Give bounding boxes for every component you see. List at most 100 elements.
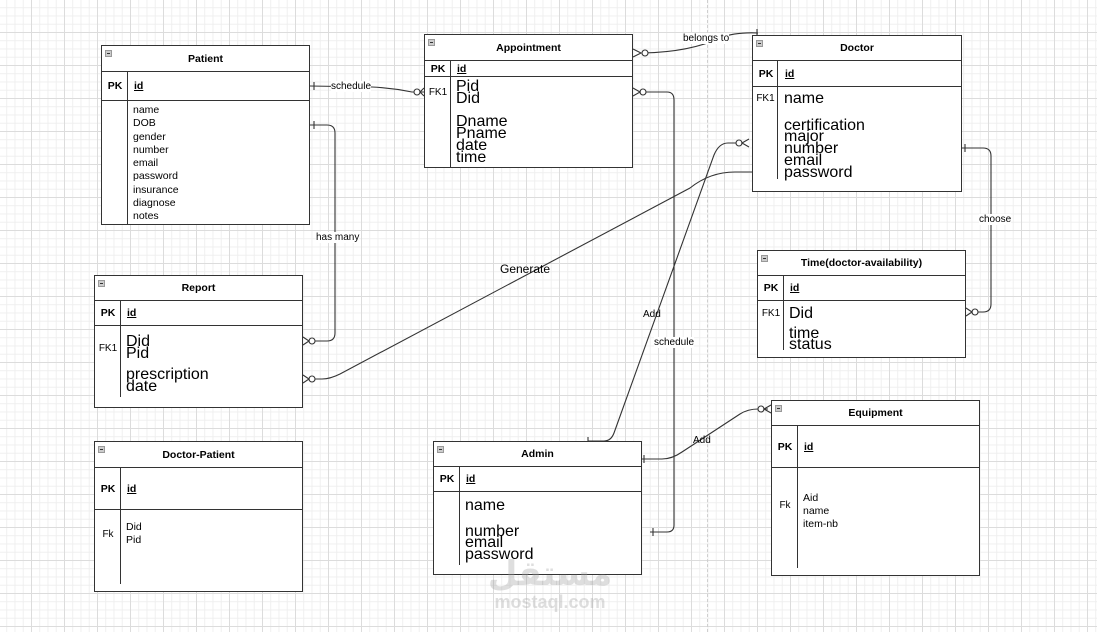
attribute: Pid xyxy=(126,345,150,362)
pk-field: id xyxy=(127,307,137,319)
attribute: date xyxy=(126,378,158,395)
watermark-logo: مستقل mostaql.com xyxy=(470,556,630,612)
pk-key: PK xyxy=(100,307,116,319)
attribute-list: Did Pid xyxy=(126,521,142,547)
entity-header: Appointment xyxy=(425,35,632,61)
attribute: date xyxy=(456,136,488,154)
attribute: name xyxy=(133,104,160,116)
attribute: email xyxy=(465,534,504,552)
entity-title: Doctor-Patient xyxy=(162,448,235,461)
pk-row: PK id xyxy=(434,467,641,492)
fk-key: FK1 xyxy=(98,343,118,354)
entity-admin[interactable]: Admin PK id name number email password xyxy=(433,441,642,575)
attribute: Pname xyxy=(456,125,507,143)
connector-admin-equipment-add xyxy=(641,404,772,463)
column-divider xyxy=(783,276,784,350)
attribute: Aid xyxy=(803,492,819,504)
rel-label-generate: Generate xyxy=(500,262,551,276)
attribute: insurance xyxy=(133,183,179,196)
attribute: time xyxy=(789,325,820,342)
collapse-icon[interactable] xyxy=(437,446,444,453)
entity-title: Admin xyxy=(521,448,554,460)
attribute: major xyxy=(784,128,825,146)
entity-time-availability[interactable]: Time(doctor-availability) PK id FK1 Did … xyxy=(757,250,966,358)
entity-header: Admin xyxy=(434,442,641,467)
fk-key: Fk xyxy=(102,529,114,540)
attribute: password xyxy=(784,163,853,181)
collapse-icon[interactable] xyxy=(761,255,768,262)
attribute: certification xyxy=(784,116,865,134)
page-break-guide xyxy=(707,0,708,632)
attribute: email xyxy=(784,151,823,169)
connector-admin-doctor-add xyxy=(587,138,750,445)
column-divider xyxy=(120,468,121,584)
attribute: password xyxy=(133,170,178,183)
attribute: number xyxy=(465,522,520,540)
pk-row: PK id xyxy=(95,301,302,326)
attribute: status xyxy=(789,336,832,353)
pk-key: PK xyxy=(107,80,123,92)
pk-row: PK id xyxy=(772,426,979,468)
entity-doctor-patient[interactable]: Doctor-Patient PK id Fk Did Pid xyxy=(94,441,303,592)
attribute: DOB xyxy=(133,117,156,130)
entity-patient[interactable]: Patient PK id name DOB gender number ema… xyxy=(101,45,310,225)
pk-row: PK id xyxy=(753,61,961,87)
attribute: number xyxy=(784,140,839,158)
entity-appointment[interactable]: Appointment PK id FK1 Pid Did Dname Pnam… xyxy=(424,34,633,168)
entity-doctor[interactable]: Doctor PK id FK1 name certification majo… xyxy=(752,35,962,192)
pk-key: PK xyxy=(439,473,455,485)
attribute-list: name DOB gender number email password in… xyxy=(133,104,179,224)
attribute-list: name number email password xyxy=(465,498,533,563)
entity-title: Appointment xyxy=(496,41,561,54)
entity-header: Report xyxy=(95,276,302,301)
pk-row: PK id xyxy=(425,61,632,77)
pk-key: PK xyxy=(430,62,446,75)
entity-header: Patient xyxy=(102,46,309,72)
connector-doctor-time-choose xyxy=(962,144,992,317)
attribute: Pid xyxy=(456,78,480,95)
attribute: item-nb xyxy=(803,518,839,530)
attribute: notes xyxy=(133,210,159,223)
attribute: number xyxy=(133,143,169,156)
attribute-list: Pid Did Dname Pname date time xyxy=(456,78,508,166)
attribute: time xyxy=(456,148,487,166)
attribute: Dname xyxy=(456,113,508,131)
watermark-latin: mostaql.com xyxy=(494,592,606,612)
pk-key: PK xyxy=(763,282,779,294)
collapse-icon[interactable] xyxy=(756,40,763,47)
collapse-icon[interactable] xyxy=(98,446,105,453)
column-divider xyxy=(777,61,778,179)
entity-title: Doctor xyxy=(840,42,874,54)
collapse-icon[interactable] xyxy=(428,39,435,46)
attribute: Did xyxy=(126,333,151,350)
rel-label-choose: choose xyxy=(979,214,1012,225)
attribute: diagnose xyxy=(133,197,176,210)
rel-label-add-equipment: Add xyxy=(693,435,711,446)
collapse-icon[interactable] xyxy=(775,405,782,412)
rel-label-schedule-patient: schedule xyxy=(331,81,372,92)
attribute: Did xyxy=(456,89,481,107)
pk-field: id xyxy=(790,282,800,294)
entity-title: Equipment xyxy=(848,407,903,419)
column-divider xyxy=(127,72,128,224)
watermark-arabic: مستقل xyxy=(487,554,613,594)
rel-label-schedule-admin: schedule xyxy=(654,337,695,348)
entity-report[interactable]: Report PK id FK1 Did Pid prescription da… xyxy=(94,275,303,408)
attribute: Did xyxy=(789,305,814,322)
entity-header: Time(doctor-availability) xyxy=(758,251,965,276)
fk-key: Fk xyxy=(779,500,791,511)
entity-header: Doctor xyxy=(753,36,961,61)
pk-field: id xyxy=(466,473,476,485)
attribute: email xyxy=(133,157,159,170)
attribute-list: Aid name item-nb xyxy=(803,492,838,531)
pk-field: id xyxy=(127,482,137,495)
collapse-icon[interactable] xyxy=(98,280,105,287)
attribute-list: name certification major number email pa… xyxy=(784,90,865,181)
column-divider xyxy=(450,61,451,167)
entity-title: Patient xyxy=(187,52,223,65)
entity-equipment[interactable]: Equipment PK id Fk Aid name item-nb xyxy=(771,400,980,576)
attribute: name xyxy=(784,90,825,107)
collapse-icon[interactable] xyxy=(105,50,112,57)
attribute: gender xyxy=(133,130,166,143)
rel-label-has-many: has many xyxy=(316,232,360,243)
